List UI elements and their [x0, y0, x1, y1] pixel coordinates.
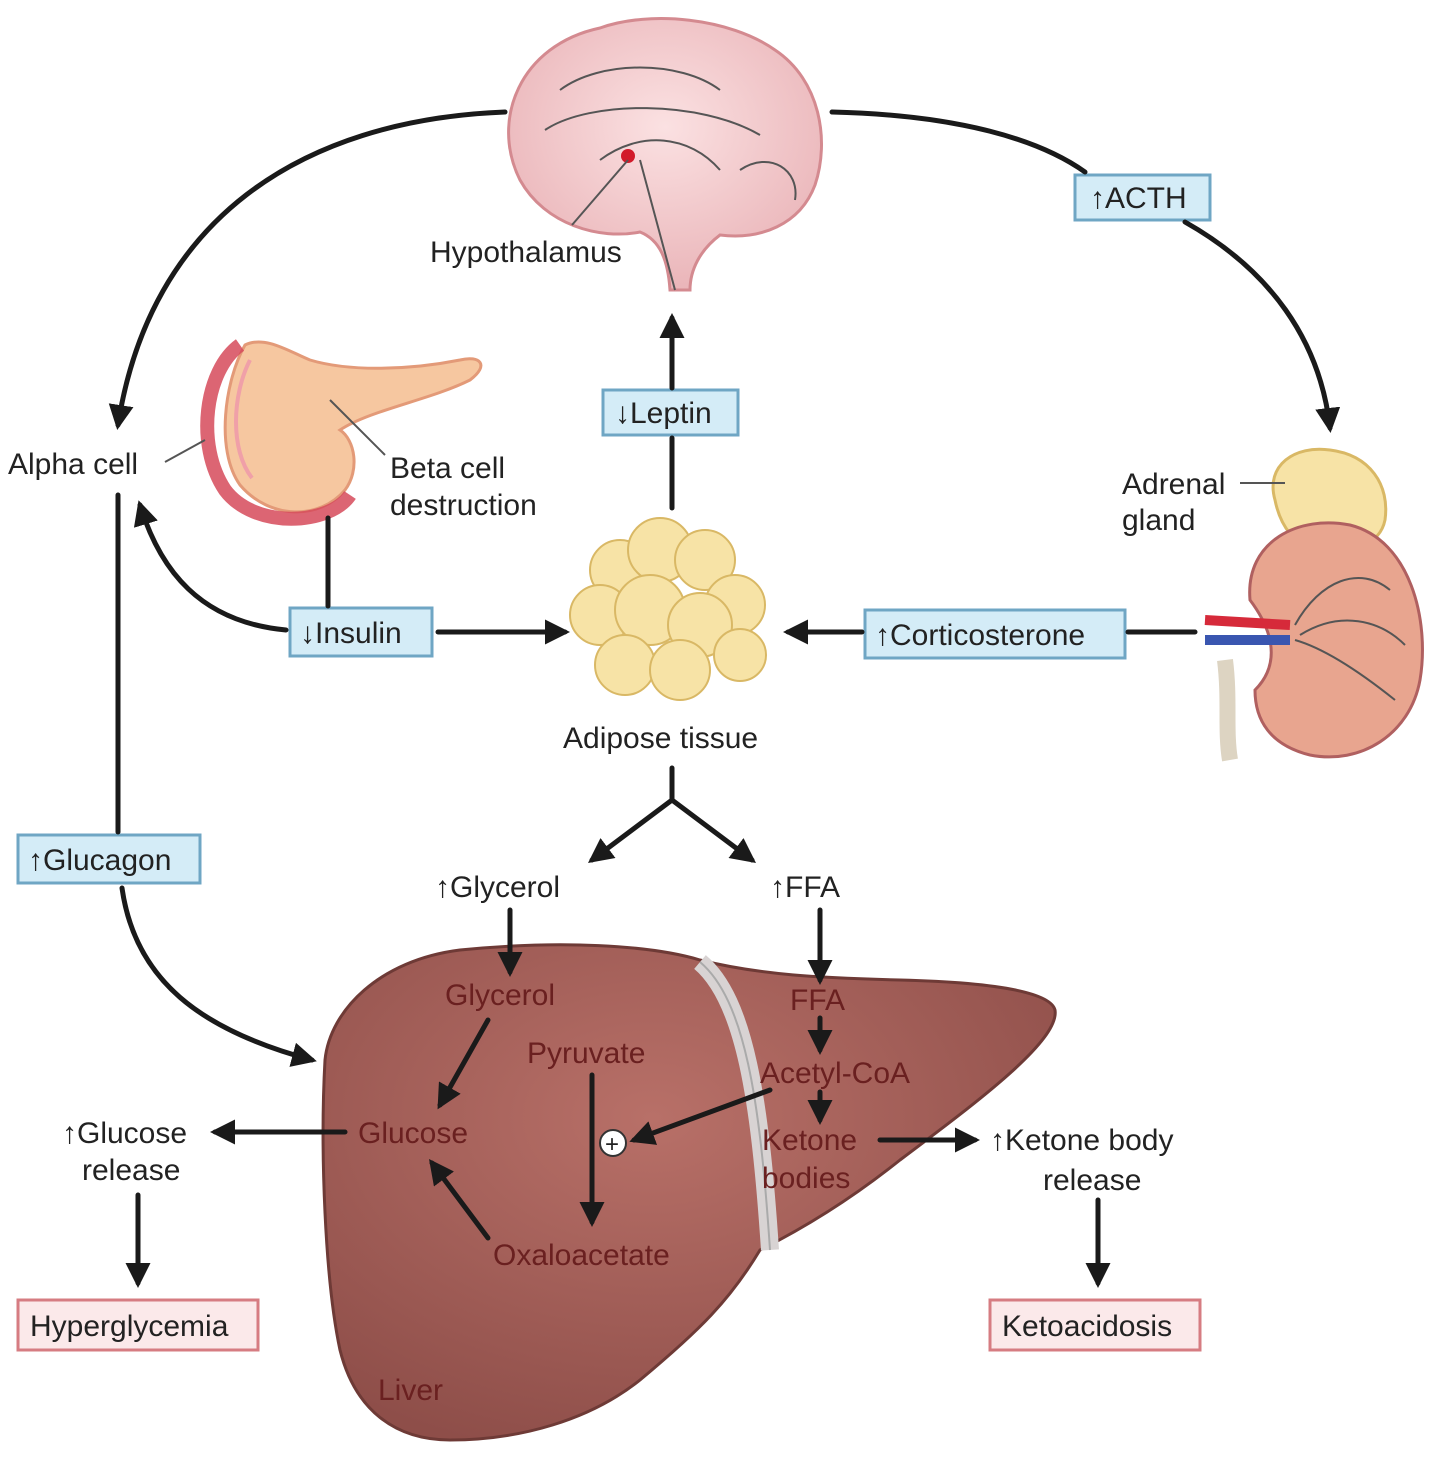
glucose-label: Glucose: [358, 1117, 468, 1150]
beta-cell-label-line1: Beta cell: [390, 452, 505, 485]
hyperglycemia-box: [16, 1298, 260, 1352]
ketone-bodies-label-line1: Ketone: [762, 1124, 857, 1157]
glucagon-label: Glucagon: [43, 844, 171, 877]
acth-label: ACTH: [1105, 182, 1187, 215]
adipose-tissue-illustration: [569, 517, 767, 701]
ketoacidosis-box: [988, 1298, 1202, 1352]
leptin-box: [601, 388, 740, 437]
corticosterone-label: Corticosterone: [890, 619, 1085, 652]
stimulation-plus-icon: [599, 1129, 627, 1157]
hypothalamus-marker: [621, 149, 635, 163]
insulin-box: [288, 606, 434, 658]
beta-cell-label-line2: destruction: [390, 489, 537, 522]
ffa-liver-label: FFA: [790, 984, 845, 1017]
glycerol-liver-label: Glycerol: [445, 979, 555, 1012]
ketone-release-label-line1: Ketone body: [1005, 1124, 1173, 1157]
insulin-label: Insulin: [315, 617, 402, 650]
acetyl-coa-label: Acetyl-CoA: [760, 1057, 910, 1090]
ffa-up-label: FFA: [785, 871, 840, 904]
ketone-release-label-line2: release: [1043, 1164, 1141, 1197]
ketoacidosis-label: Ketoacidosis: [1002, 1310, 1172, 1343]
oxaloacetate-label: Oxaloacetate: [493, 1239, 670, 1272]
pyruvate-label: Pyruvate: [527, 1037, 645, 1070]
adrenal-label-line1: Adrenal: [1122, 468, 1225, 501]
svg-text:+: +: [605, 1131, 619, 1158]
ketone-bodies-label-line2: bodies: [762, 1162, 850, 1195]
svg-text:↑FFA: ↑FFA: [770, 871, 840, 904]
svg-text:↓Insulin: ↓Insulin: [300, 617, 402, 650]
liver-label: Liver: [378, 1374, 443, 1407]
liver-illustration: [321, 943, 1057, 1442]
adrenal-label-line2: gland: [1122, 504, 1195, 537]
corticosterone-box: [863, 608, 1127, 660]
glucose-release-label-line1: Glucose: [77, 1117, 187, 1150]
hyperglycemia-label: Hyperglycemia: [30, 1310, 229, 1343]
glucagon-box: [16, 833, 202, 885]
svg-text:↑ACTH: ↑ACTH: [1090, 182, 1187, 215]
alpha-cell-label: Alpha cell: [8, 448, 138, 481]
pathway-arrows: [108, 109, 1341, 1288]
svg-text:↑Glucagon: ↑Glucagon: [28, 844, 171, 877]
glycerol-up-label: Glycerol: [450, 871, 560, 904]
brain-illustration: [507, 17, 823, 292]
svg-text:↑Ketone body: ↑Ketone body: [990, 1124, 1173, 1157]
acth-box: [1073, 173, 1212, 222]
pancreas-illustration: [200, 339, 483, 526]
leptin-label: Leptin: [630, 397, 712, 430]
glucose-release-label-line2: release: [82, 1154, 180, 1187]
adipose-tissue-label: Adipose tissue: [563, 722, 758, 755]
hypothalamus-label: Hypothalamus: [430, 236, 622, 269]
svg-text:↑Glucose: ↑Glucose: [62, 1117, 187, 1150]
svg-text:↓Leptin: ↓Leptin: [615, 397, 712, 430]
svg-text:↑Glycerol: ↑Glycerol: [435, 871, 560, 904]
kidney-illustration: [1204, 521, 1424, 762]
svg-text:↑Corticosterone: ↑Corticosterone: [875, 619, 1085, 652]
